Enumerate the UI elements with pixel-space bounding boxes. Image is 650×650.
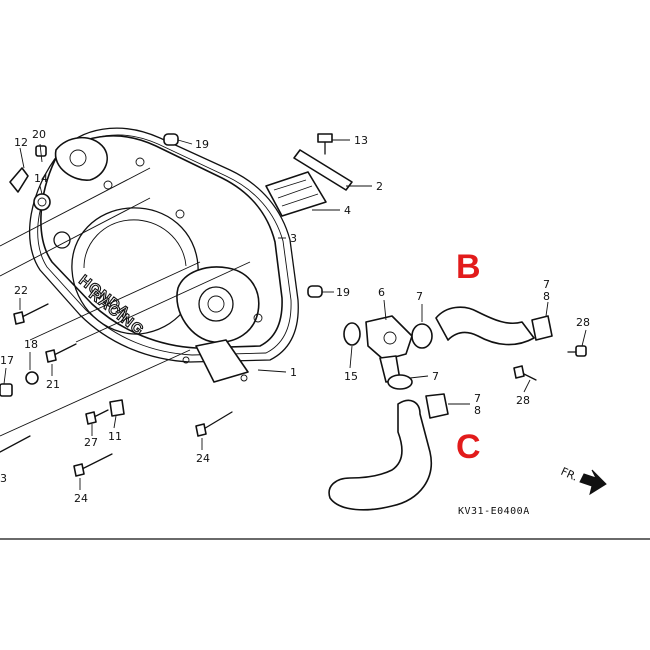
callout-12: 12 bbox=[14, 136, 28, 149]
callout-6: 6 bbox=[378, 286, 385, 299]
cover-bolt-c bbox=[103, 180, 113, 190]
hose-b bbox=[435, 306, 535, 346]
part-17-fitting bbox=[0, 383, 13, 397]
alignment-lines bbox=[0, 167, 251, 437]
part-24-bolt-b bbox=[79, 453, 113, 471]
part-4-filter bbox=[265, 171, 327, 217]
cover-bolt-d bbox=[135, 157, 145, 167]
hose-c-clamp bbox=[425, 393, 449, 419]
part-24-bolt-b-head bbox=[73, 463, 85, 477]
callout-28-right: 28 bbox=[576, 316, 590, 329]
callout-22: 22 bbox=[14, 284, 28, 297]
callout-19-right: 19 bbox=[336, 286, 350, 299]
callout-21: 21 bbox=[46, 378, 60, 391]
cover-bolt-a bbox=[175, 209, 185, 219]
callout-23: 3 bbox=[0, 472, 7, 485]
callout-24-mid: 24 bbox=[196, 452, 210, 465]
diagram-code: KV31-E0400A bbox=[458, 506, 530, 517]
pump-bolt-hole-a bbox=[240, 374, 248, 382]
hose-b-clamp bbox=[531, 315, 553, 341]
cover-upper-boss bbox=[54, 136, 108, 181]
cover-upper-boss-hole bbox=[69, 149, 87, 167]
callout-19-top: 19 bbox=[195, 138, 209, 151]
pump-outlet-boss bbox=[195, 339, 249, 383]
callout-4: 4 bbox=[344, 204, 351, 217]
callout-17: 17 bbox=[0, 354, 14, 367]
part-19-dowel-right bbox=[307, 285, 323, 298]
part-28-bolt-b-head bbox=[513, 365, 525, 379]
part-7-clamp-upper bbox=[411, 323, 433, 349]
part-7-clamp-lower bbox=[387, 374, 413, 390]
callout-7-top: 7 bbox=[416, 290, 423, 303]
part-19-dowel-top bbox=[163, 133, 179, 146]
pump-housing-bore bbox=[198, 286, 234, 322]
callout-14: 14 bbox=[34, 172, 48, 185]
callout-8-right: 8 bbox=[543, 290, 550, 303]
callout-1: 1 bbox=[290, 366, 297, 379]
callout-7-lower: 7 bbox=[474, 392, 481, 405]
part-12-bracket bbox=[9, 167, 29, 193]
pump-housing-hub bbox=[207, 295, 225, 313]
part-23-bolt bbox=[0, 435, 31, 453]
part-4-filter-mesh bbox=[273, 179, 319, 207]
part-18-washer bbox=[25, 371, 39, 385]
part-6-joint-port bbox=[383, 331, 397, 345]
part-27-bolt-head bbox=[85, 411, 97, 425]
callout-15: 15 bbox=[344, 370, 358, 383]
part-6-joint bbox=[365, 315, 413, 361]
callout-2: 2 bbox=[376, 180, 383, 193]
part-14-seal bbox=[33, 193, 51, 211]
callout-3: 3 bbox=[290, 232, 297, 245]
cover-dome bbox=[71, 207, 199, 335]
fr-arrow bbox=[579, 469, 607, 496]
part-24-bolt-a bbox=[201, 411, 233, 431]
marker-b: B bbox=[456, 248, 481, 286]
callout-13: 13 bbox=[354, 134, 368, 147]
callout-7-right: 7 bbox=[543, 278, 550, 291]
leader-lines bbox=[3, 139, 587, 490]
part-2-strap bbox=[293, 149, 353, 191]
part-11-clip bbox=[109, 399, 125, 417]
part-13-bolt bbox=[317, 133, 333, 143]
cover-gasket-inner bbox=[37, 134, 292, 356]
pump-bolt-hole-b bbox=[182, 356, 190, 364]
part-15-o-ring bbox=[343, 322, 361, 346]
hose-c bbox=[328, 399, 432, 511]
callout-27: 27 bbox=[84, 436, 98, 449]
part-22-bolt-head bbox=[13, 311, 25, 325]
part-21-bolt bbox=[51, 343, 77, 357]
part-22-bolt bbox=[19, 303, 49, 319]
part-21-bolt-head bbox=[45, 349, 57, 363]
part-28-bolt-a bbox=[575, 345, 587, 357]
callout-7-mid: 7 bbox=[432, 370, 439, 383]
fr-label: FR. bbox=[559, 465, 580, 484]
cover-bolt-b bbox=[253, 313, 263, 323]
part-24-bolt-a-head bbox=[195, 423, 207, 437]
callout-11: 11 bbox=[108, 430, 122, 443]
cover-gasket bbox=[28, 127, 299, 363]
callout-8-lower: 8 bbox=[474, 404, 481, 417]
callout-24-left: 24 bbox=[74, 492, 88, 505]
callout-18: 18 bbox=[24, 338, 38, 351]
callout-28-lower: 28 bbox=[516, 394, 530, 407]
part-14-seal-inner bbox=[37, 197, 47, 207]
marker-c: C bbox=[456, 428, 481, 466]
callout-20: 20 bbox=[32, 128, 46, 141]
cover-dome-ridge bbox=[83, 219, 187, 269]
